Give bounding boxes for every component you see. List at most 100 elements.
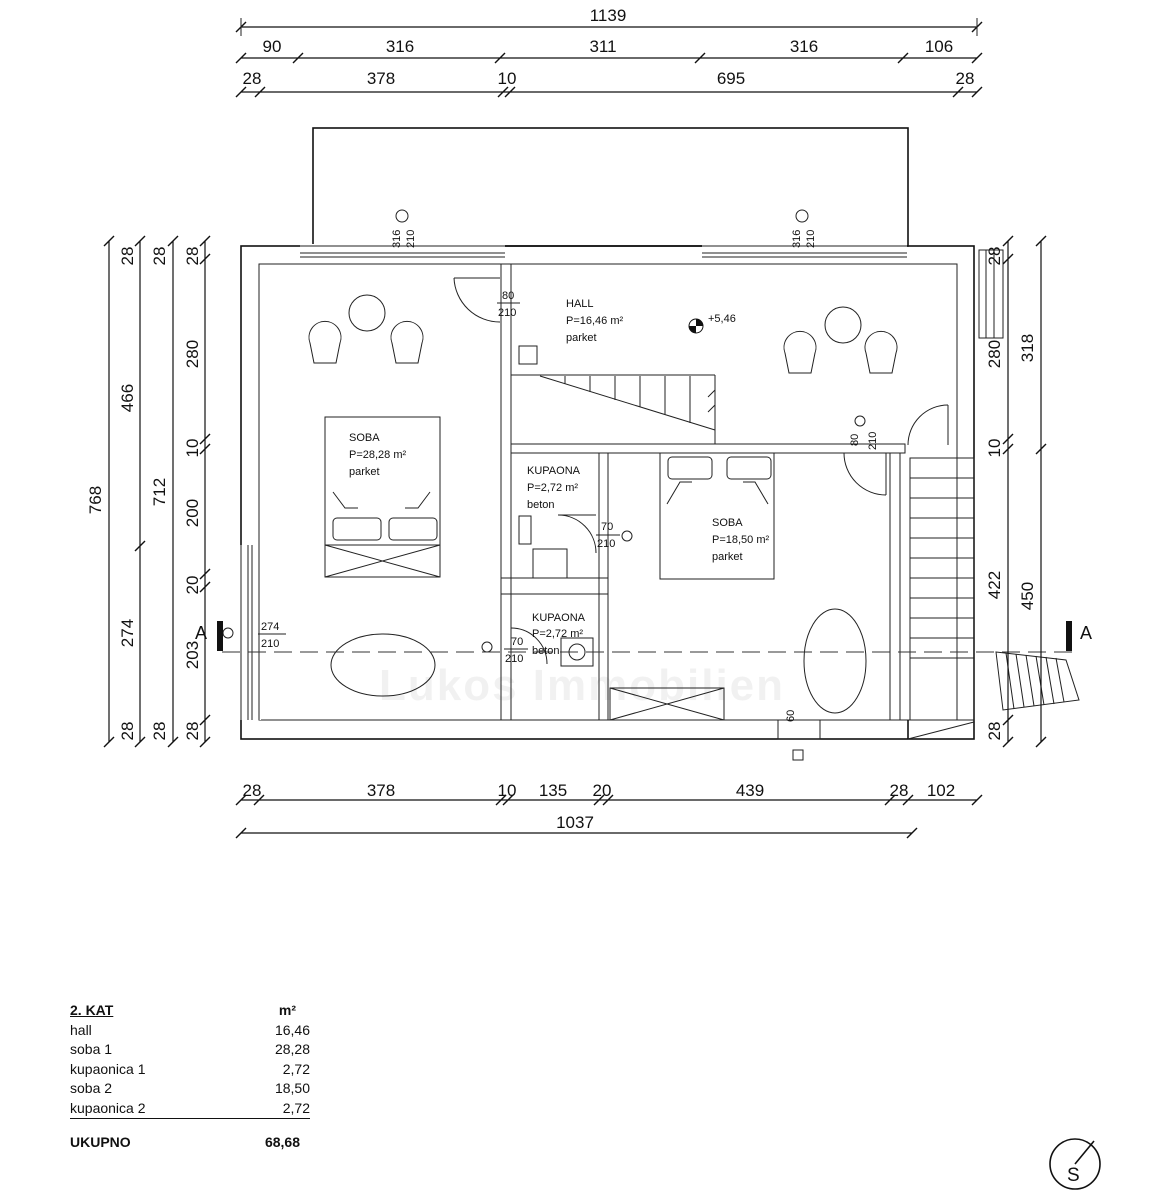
svg-text:P=28,28 m²: P=28,28 m² <box>349 449 407 461</box>
dim-top-total: 1139 <box>590 6 627 25</box>
svg-text:439: 439 <box>736 781 764 800</box>
area-row: soba 1 28,28 <box>70 1041 310 1057</box>
svg-text:210: 210 <box>505 653 523 665</box>
outer-walls <box>239 244 975 740</box>
svg-text:60: 60 <box>785 710 797 722</box>
svg-text:P=16,46 m²: P=16,46 m² <box>566 315 624 327</box>
svg-text:parket: parket <box>566 332 597 344</box>
area-table: 2. KAT m² hall 16,46 soba 1 28,28 kupaon… <box>70 1001 310 1153</box>
balcony <box>312 127 909 247</box>
svg-text:20: 20 <box>183 576 202 595</box>
svg-text:parket: parket <box>349 466 380 478</box>
area-total-label: UKUPNO <box>70 1134 131 1150</box>
dim-top-311: 311 <box>589 37 616 56</box>
dim-top-106: 106 <box>925 37 953 56</box>
svg-text:210: 210 <box>498 307 516 319</box>
section-label-left: A <box>195 623 207 643</box>
dim-top-695: 695 <box>717 69 745 88</box>
svg-text:parket: parket <box>712 551 743 563</box>
north-arrow-label: S <box>1067 1165 1080 1186</box>
svg-text:SOBA: SOBA <box>349 432 380 444</box>
area-row: kupaonica 2 2,72 <box>70 1099 310 1119</box>
svg-text:210: 210 <box>261 638 279 650</box>
dim-top-28b: 28 <box>956 69 975 88</box>
dim-top-316b: 316 <box>790 37 818 56</box>
svg-text:422: 422 <box>985 571 1004 599</box>
top-dimensions: 1139 90 316 311 316 106 28 378 10 695 28 <box>235 6 983 98</box>
area-row: hall 16,46 <box>70 1021 310 1038</box>
stairs-right <box>909 249 1080 721</box>
svg-text:28: 28 <box>183 247 202 266</box>
dim-top-28a: 28 <box>243 69 262 88</box>
svg-text:20: 20 <box>593 781 612 800</box>
room-hall: HALL P=16,46 m² parket <box>566 298 624 344</box>
interior-walls <box>500 263 906 721</box>
svg-text:SOBA: SOBA <box>712 517 743 529</box>
left-dimensions: 768 466 274 712 28 28 28 28 28 280 10 20… <box>86 235 211 748</box>
svg-text:28: 28 <box>985 247 1004 266</box>
svg-text:HALL: HALL <box>566 298 594 310</box>
svg-text:318: 318 <box>1018 334 1037 362</box>
svg-text:466: 466 <box>118 384 137 412</box>
area-table-header: 2. KAT m² <box>70 1001 310 1021</box>
bottom-dimensions: 28 378 10 135 20 439 28 102 1037 <box>235 781 983 839</box>
svg-text:beton: beton <box>527 499 555 511</box>
level-marker: +5,46 <box>688 313 736 334</box>
svg-text:28: 28 <box>118 722 137 741</box>
svg-text:210: 210 <box>805 230 817 248</box>
area-table-unit: m² <box>278 1002 296 1018</box>
svg-text:KUPAONA: KUPAONA <box>532 612 586 624</box>
area-total-row: UKUPNO 68,68 <box>70 1133 310 1153</box>
room-kupaona2: KUPAONA P=2,72 m² beton <box>532 612 586 657</box>
svg-text:28: 28 <box>243 781 262 800</box>
svg-text:316: 316 <box>791 230 803 248</box>
watermark: Lukos Immobilien <box>379 661 785 710</box>
svg-text:203: 203 <box>183 641 202 669</box>
svg-text:450: 450 <box>1018 582 1037 610</box>
area-total-value: 68,68 <box>264 1134 300 1150</box>
dim-top-316a: 316 <box>386 37 414 56</box>
svg-text:beton: beton <box>532 645 560 657</box>
svg-text:316: 316 <box>391 230 403 248</box>
dim-bottom-total: 1037 <box>556 813 594 832</box>
svg-text:102: 102 <box>927 781 955 800</box>
svg-text:768: 768 <box>86 486 105 514</box>
north-arrow-icon: S <box>1049 1138 1101 1190</box>
svg-text:280: 280 <box>985 340 1004 368</box>
svg-text:135: 135 <box>539 781 567 800</box>
svg-text:70: 70 <box>601 521 613 533</box>
doors <box>453 277 949 740</box>
section-label-right: A <box>1080 623 1092 643</box>
svg-text:80: 80 <box>849 434 861 446</box>
section-line: A A <box>195 621 1092 653</box>
svg-text:10: 10 <box>183 439 202 458</box>
stairs-hall <box>539 375 716 431</box>
svg-text:28: 28 <box>150 247 169 266</box>
svg-text:28: 28 <box>890 781 909 800</box>
svg-text:28: 28 <box>150 722 169 741</box>
room-soba2: SOBA P=18,50 m² parket <box>712 517 770 563</box>
dim-top-10: 10 <box>498 69 517 88</box>
room-soba1: SOBA P=28,28 m² parket <box>349 432 407 478</box>
svg-text:712: 712 <box>150 478 169 506</box>
area-table-title: 2. KAT <box>70 1002 114 1018</box>
room-kupaona1: KUPAONA P=2,72 m² beton <box>527 465 581 511</box>
area-row: kupaonica 1 2,72 <box>70 1060 310 1077</box>
svg-text:210: 210 <box>597 538 615 550</box>
svg-text:274: 274 <box>118 619 137 647</box>
svg-text:P=2,72 m²: P=2,72 m² <box>527 482 578 494</box>
dim-top-90: 90 <box>263 37 282 56</box>
svg-text:200: 200 <box>183 499 202 527</box>
level-value: +5,46 <box>708 313 736 325</box>
svg-text:10: 10 <box>498 781 517 800</box>
svg-text:P=2,72 m²: P=2,72 m² <box>532 628 583 640</box>
opening-labels: 316 210 316 210 80 210 80 210 70 210 70 … <box>258 230 879 722</box>
svg-text:28: 28 <box>183 722 202 741</box>
svg-text:378: 378 <box>367 781 395 800</box>
right-dimensions: 28 280 10 422 28 318 450 <box>985 235 1047 748</box>
svg-text:210: 210 <box>405 230 417 248</box>
dim-top-378: 378 <box>367 69 395 88</box>
area-row: soba 2 18,50 <box>70 1080 310 1096</box>
svg-text:KUPAONA: KUPAONA <box>527 465 581 477</box>
